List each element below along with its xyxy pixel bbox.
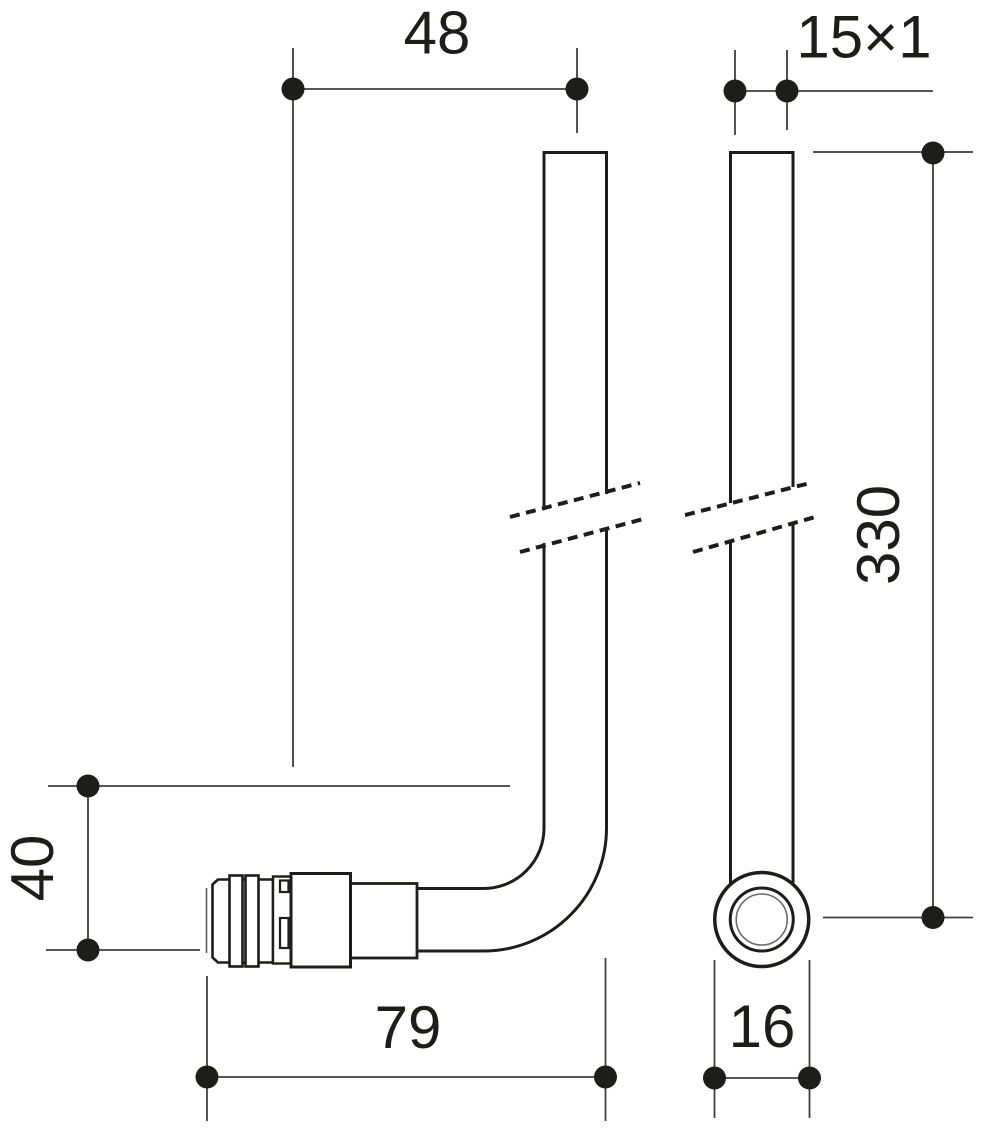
front-view — [205, 151, 648, 969]
dimension-79 — [206, 958, 607, 1121]
side-pipe-upper-section — [729, 151, 795, 503]
dimension-16 — [713, 960, 811, 1118]
dimension-dot — [921, 141, 945, 165]
dimension-330 — [813, 151, 973, 919]
dimension-label-15x1: 15×1 — [796, 4, 931, 71]
dimension-lines — [46, 48, 973, 1121]
dimension-label-330: 330 — [845, 485, 912, 585]
dimension-dot — [723, 79, 747, 103]
elbow-pipe-outer-contour — [417, 527, 608, 953]
dimension-48 — [292, 48, 578, 767]
press-fitting-neck — [349, 882, 419, 960]
pipe-break-line — [684, 481, 811, 517]
pipe-break-line — [692, 515, 816, 554]
product-outlines — [205, 151, 816, 969]
dimension-dot — [798, 1066, 821, 1090]
dimension-dot — [703, 1066, 726, 1090]
dimension-40 — [46, 785, 510, 951]
dimension-dot — [281, 77, 305, 101]
dimension-dot — [775, 79, 799, 103]
dimension-dot — [76, 774, 100, 798]
dimension-dot — [565, 77, 589, 101]
pipe-end-circle — [728, 886, 795, 953]
press-fitting-rib — [228, 874, 244, 968]
dimension-labels: 48 15×1 330 40 79 16 — [0, 0, 932, 1061]
press-fitting-body — [289, 872, 352, 969]
dimension-dot — [195, 1065, 219, 1089]
dimension-label-48: 48 — [404, 0, 471, 67]
elbow-pipe-inner-contour — [417, 543, 546, 890]
elbow-pipe-upper-section — [542, 151, 608, 508]
pipe-bore-circle — [735, 893, 789, 946]
press-fitting-rib — [244, 874, 260, 968]
pipe-break-line — [519, 516, 648, 554]
press-fitting-indicator-window — [278, 916, 290, 950]
dimension-label-16: 16 — [729, 993, 796, 1060]
side-view — [684, 151, 816, 969]
dimension-dots — [76, 77, 945, 1090]
press-fitting-indicator-window — [278, 879, 290, 894]
dimension-label-79: 79 — [375, 994, 442, 1061]
dimension-dot — [921, 906, 945, 929]
dimension-dot — [594, 1065, 617, 1089]
dimension-label-40: 40 — [0, 835, 66, 902]
dimension-dot — [76, 938, 100, 962]
pipe-break-line — [509, 481, 641, 519]
